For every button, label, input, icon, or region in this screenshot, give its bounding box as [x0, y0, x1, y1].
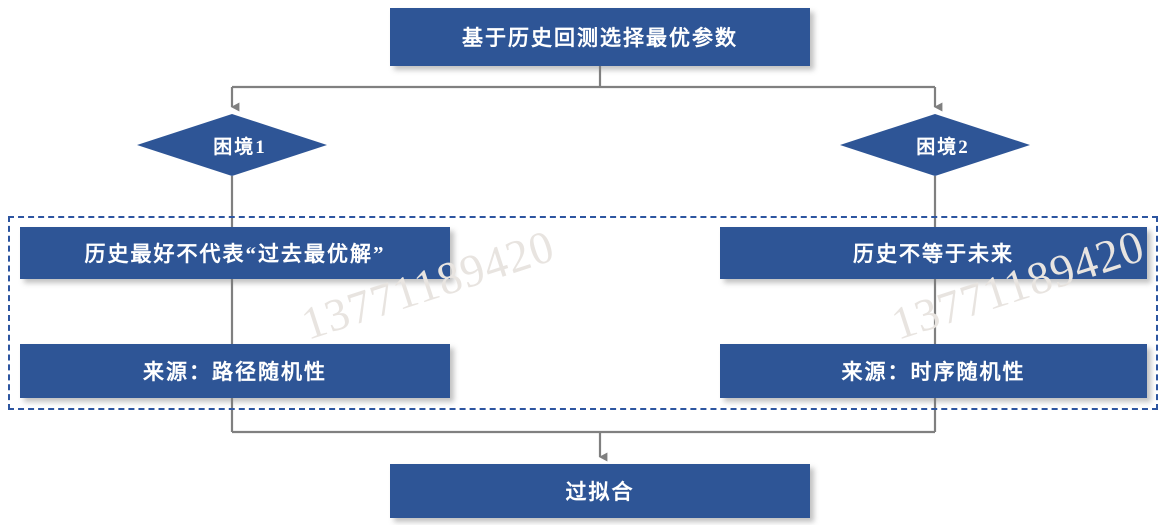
node-overfitting[interactable]: 过拟合	[390, 464, 810, 518]
node-left-source-label: 来源：路径随机性	[143, 360, 327, 384]
node-select-optimal-params-label: 基于历史回测选择最优参数	[462, 26, 738, 50]
dilemma-group-outline	[8, 216, 1158, 410]
node-right-problem-label: 历史不等于未来	[853, 242, 1014, 266]
node-right-source-label: 来源：时序随机性	[841, 360, 1026, 384]
node-left-problem[interactable]: 历史最好不代表“过去最优解”	[20, 227, 450, 279]
node-dilemma-1[interactable]: 困境1	[137, 114, 327, 176]
node-left-source[interactable]: 来源：路径随机性	[20, 344, 450, 398]
node-dilemma-1-label: 困境1	[213, 136, 267, 158]
node-right-source[interactable]: 来源：时序随机性	[720, 344, 1147, 398]
node-right-problem[interactable]: 历史不等于未来	[720, 227, 1147, 279]
node-dilemma-2[interactable]: 困境2	[840, 114, 1030, 176]
node-overfitting-label: 过拟合	[565, 480, 635, 504]
node-left-problem-label: 历史最好不代表“过去最优解”	[84, 242, 386, 266]
node-select-optimal-params[interactable]: 基于历史回测选择最优参数	[390, 8, 810, 66]
node-dilemma-2-label: 困境2	[916, 136, 970, 158]
